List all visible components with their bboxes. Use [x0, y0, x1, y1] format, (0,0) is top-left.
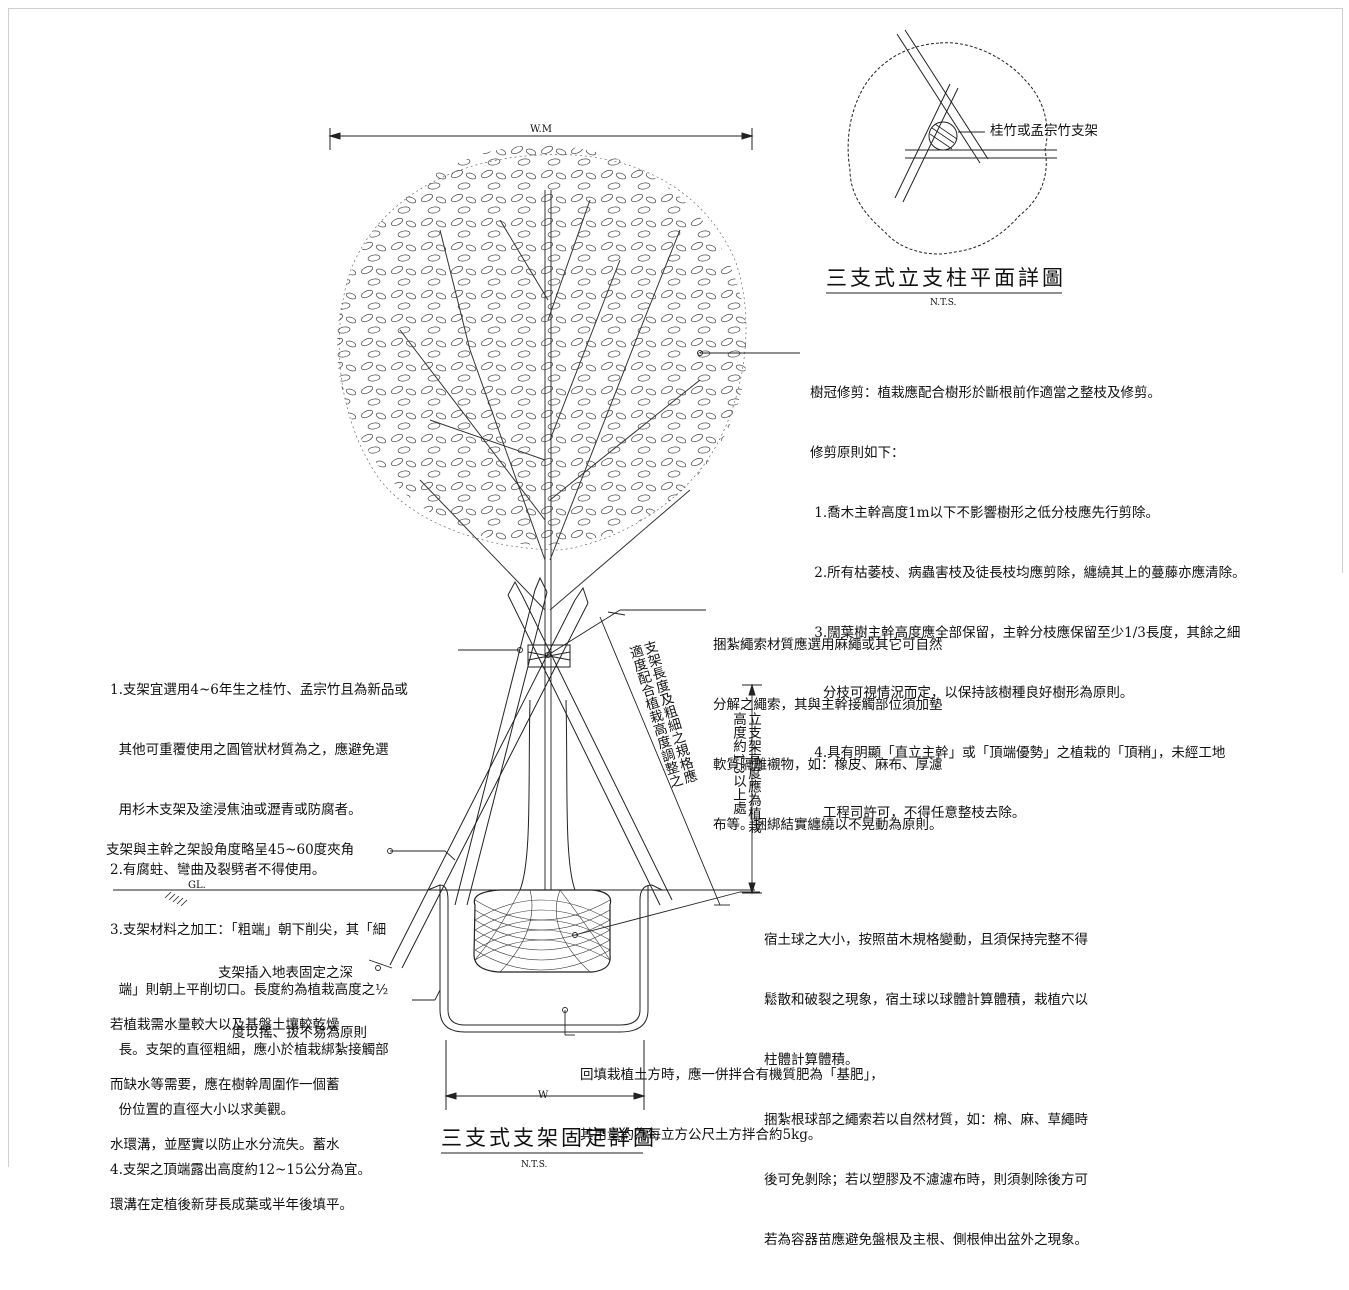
pit-width-label: W	[538, 1090, 549, 1101]
title-underlines	[441, 292, 1062, 1154]
sheet-border-top	[8, 8, 1343, 9]
plan-view-title: 三支式立支柱平面詳圖	[826, 266, 1066, 290]
detail-scale: N.T.S.	[521, 1160, 548, 1170]
plan-pole-1b	[904, 29, 989, 160]
pit-width-dimension	[444, 1040, 646, 1110]
backfill-note: 回填栽植土方時，應一併拌合有機質肥為「基肥」， 其用量約為每立方公尺土方拌合約5…	[580, 1067, 884, 1143]
plan-trunk	[928, 121, 958, 151]
detail-title: 三支式支架固定詳圖	[441, 1126, 657, 1150]
plan-pole-label: 桂竹或孟宗竹支架	[990, 123, 1098, 139]
sheet-border-right	[1342, 8, 1343, 573]
crown-pruning-note: 樹冠修剪：植栽應配合樹形於斷根前作適當之整枝及修剪。 修剪原則如下： 1.喬木主…	[810, 385, 1246, 821]
water-trench-note: 若植栽需水量較大以及基盤土壤較乾燥 而缺水等需要，應在樹幹周圍作一個蓄 水環溝，…	[110, 1017, 353, 1213]
rope-note: 捆紮繩索材質應選用麻繩或其它可自然 分解之繩索，其與主幹接觸部位須加墊 軟質隔離…	[713, 637, 943, 833]
canopy-width-dimension	[328, 128, 754, 150]
plan-pole-1	[896, 33, 981, 164]
canopy-width-label: W.M	[530, 124, 552, 135]
sheet-border-left	[8, 8, 9, 1167]
pole-height-dimension	[742, 683, 762, 895]
plan-view-scale: N.T.S.	[930, 298, 957, 308]
tree-trunk	[519, 699, 576, 891]
drawing-sheet: 桂竹或孟宗竹支架 三支式立支柱平面詳圖 N.T.S. W.M GL. W 三支式…	[8, 8, 1343, 1248]
pole-height-note: 立支架高度應為植栽 高度約1/3以上處	[730, 712, 761, 834]
tree-canopy	[337, 145, 747, 890]
leader-lines	[368, 350, 800, 1036]
plan-view	[847, 29, 1057, 255]
plan-pole-2	[894, 83, 951, 199]
detail-drawing	[113, 29, 1062, 1154]
root-ball	[473, 889, 612, 973]
plan-pole-2b	[902, 87, 959, 203]
planting-pit	[427, 884, 663, 1033]
ground-level-label: GL.	[188, 880, 206, 891]
pole-length-dimension	[599, 611, 730, 906]
plan-canopy-outline	[847, 42, 1048, 255]
angle-note: 支架與主幹之架設角度略呈45~60度夾角	[106, 842, 355, 858]
support-poles	[389, 576, 673, 969]
insert-depth-note: 支架插入地表固定之深 度以搖、拔不易為原則	[218, 965, 367, 1041]
